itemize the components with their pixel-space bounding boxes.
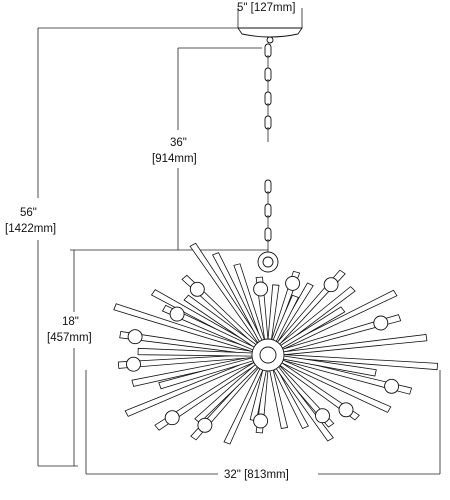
fixture-globe: [169, 306, 185, 322]
overall-height-mm-label: [1422mm]: [5, 223, 56, 235]
fixture-globe: [373, 315, 389, 331]
fixture-globe: [338, 402, 354, 418]
fixture-globe: [127, 329, 143, 345]
canopy-width-label: 5" [127mm]: [237, 2, 295, 14]
fixture-height-label: 18": [62, 316, 79, 328]
fixture-globe: [285, 275, 301, 291]
fixture-globe: [384, 378, 400, 394]
overall-height-dimension: [37, 27, 238, 467]
fixture-width-dimension: [85, 370, 441, 475]
fixture-globe: [253, 281, 269, 297]
fixture-globe: [323, 277, 339, 293]
upper-chain: [264, 43, 272, 142]
fixture-globe: [315, 408, 330, 424]
chain-length-label: 36": [170, 137, 187, 149]
chain-length-mm-label: [914mm]: [152, 153, 197, 165]
fixture-globe: [126, 356, 141, 372]
fixture-rods: [113, 242, 439, 445]
lower-chain: [264, 179, 272, 254]
chain-length-dimension: [70, 47, 268, 251]
fixture-globe: [189, 281, 205, 297]
fixture-globe: [164, 410, 180, 426]
fixture-width-label: 32" [813mm]: [224, 469, 289, 481]
fixture-globe: [197, 417, 213, 433]
sputnik-fixture: [113, 242, 439, 445]
canopy: [237, 8, 303, 44]
fixture-hub: [251, 251, 285, 372]
fixture-height-mm-label: [457mm]: [47, 332, 92, 344]
fixture-globes: [126, 275, 400, 433]
fixture-globe: [253, 413, 269, 429]
overall-height-label: 56": [20, 207, 37, 219]
